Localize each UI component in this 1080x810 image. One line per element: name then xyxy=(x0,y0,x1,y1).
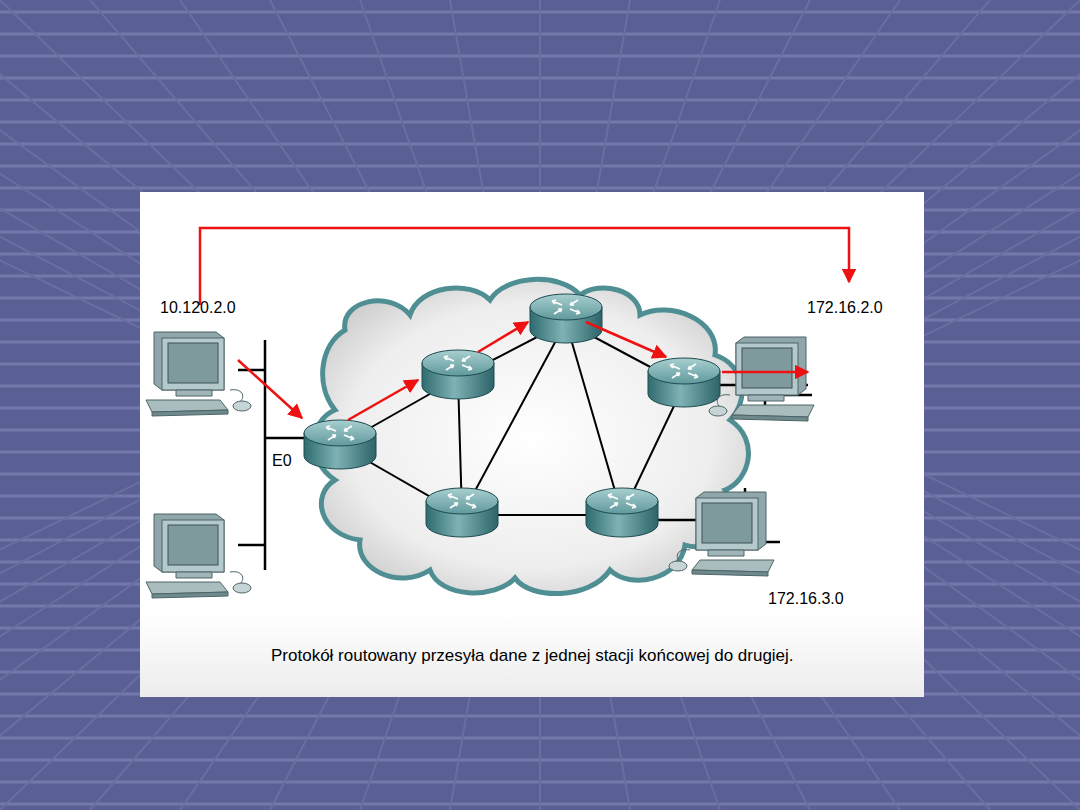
data-path-arrows xyxy=(200,228,849,420)
interface-label: E0 xyxy=(272,452,292,470)
network-links xyxy=(340,322,684,515)
network-address: 172.16.2.0 xyxy=(807,299,883,317)
network-address: 172.16.3.0 xyxy=(768,590,844,608)
caption: Protokół routowany przesyła dane z jedne… xyxy=(271,646,794,666)
network-address: 10.120.2.0 xyxy=(160,299,236,317)
pc-icons xyxy=(146,332,814,598)
router-symbols xyxy=(304,294,720,537)
white-panel xyxy=(140,192,924,697)
caption-band xyxy=(140,615,924,697)
network-cloud xyxy=(314,279,748,593)
